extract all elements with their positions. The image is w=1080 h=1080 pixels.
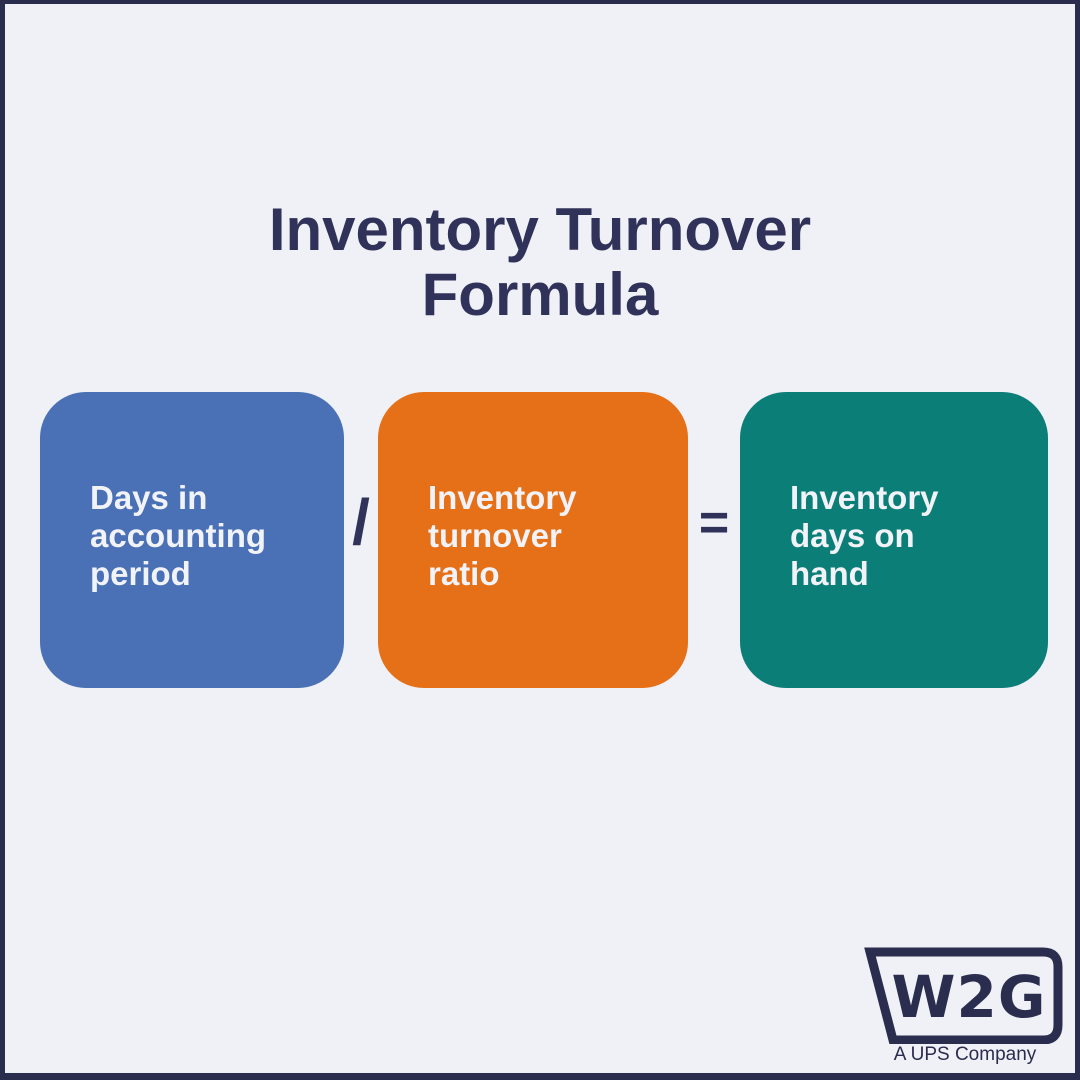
w2g-logo-badge-icon: W2G bbox=[864, 947, 1063, 1044]
logo-tagline: A UPS Company bbox=[893, 1044, 1037, 1065]
equals-operator: = bbox=[698, 494, 730, 552]
w2g-logo: W2G bbox=[862, 944, 1068, 1044]
term-label: Days in accounting period bbox=[90, 479, 267, 592]
page-title: Inventory Turnover Formula bbox=[268, 196, 812, 329]
term-box-days-in-accounting-period: Days in accounting period bbox=[40, 392, 344, 688]
term-label: Inventory turnover ratio bbox=[428, 479, 577, 592]
term-box-inventory-days-on-hand: Inventory days on hand bbox=[740, 392, 1048, 688]
logo-badge-outline bbox=[864, 947, 1063, 1044]
division-operator: / bbox=[352, 486, 370, 558]
term-label: Inventory days on hand bbox=[790, 479, 939, 592]
logo-letters: W2G bbox=[892, 963, 1047, 1031]
term-box-inventory-turnover-ratio: Inventory turnover ratio bbox=[378, 392, 688, 688]
